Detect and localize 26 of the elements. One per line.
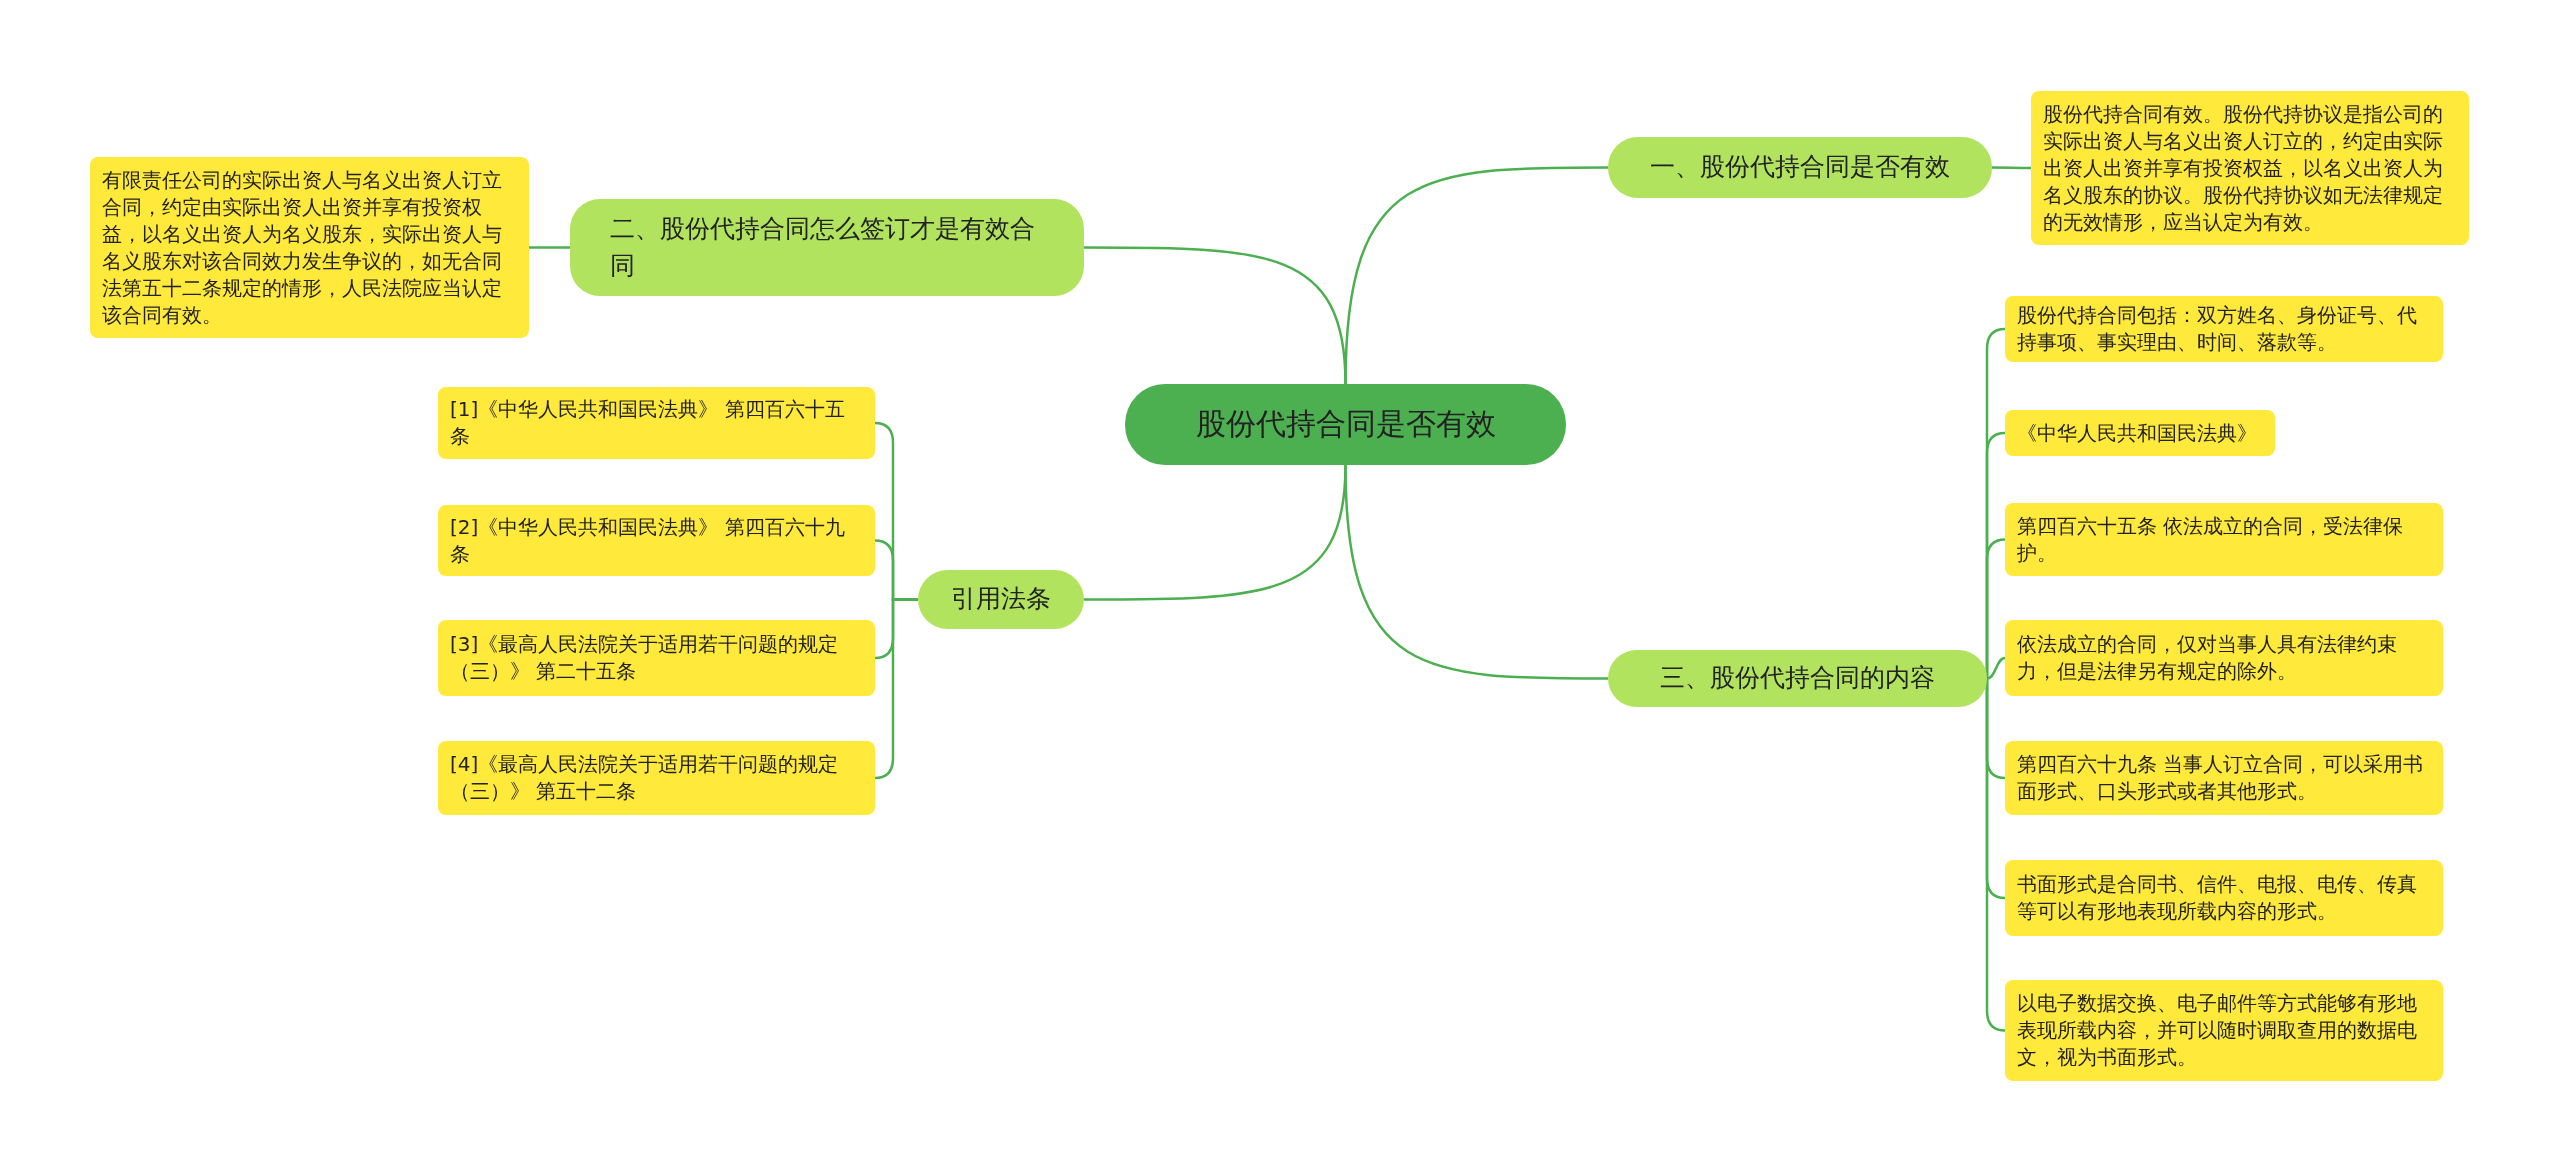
note-box: [2]《中华人民共和国民法典》 第四百六十九条 xyxy=(438,505,875,576)
central-topic: 股份代持合同是否有效 xyxy=(1125,384,1566,465)
note-box: 第四百六十五条 依法成立的合同，受法律保护。 xyxy=(2005,503,2443,576)
topic-box: 二、股份代持合同怎么签订才是有效合同 xyxy=(570,199,1084,296)
connector-line xyxy=(529,246,570,249)
connector-line xyxy=(1986,656,2006,680)
note-box: 有限责任公司的实际出资人与名义出资人订立合同，约定由实际出资人出资并享有投资权益，以名义出资人为名义股东，实际出资人与名义股东对该合同效力发生争议的，如无合同法第五十二条规定的情形，人民法院应当认定该合同有效。 xyxy=(90,157,529,338)
note-box: 股份代持合同包括：双方姓名、身份证号、代持事项、事实理由、时间、落款等。 xyxy=(2005,296,2443,362)
note-box: 依法成立的合同，仅对当事人具有法律约束力，但是法律另有规定的除外。 xyxy=(2005,620,2443,696)
note-box: [4]《最高人民法院关于适用若干问题的规定（三）》 第五十二条 xyxy=(438,741,875,815)
topic-box: 三、股份代持合同的内容 xyxy=(1608,650,1987,707)
note-box: 《中华人民共和国民法典》 xyxy=(2005,410,2275,456)
topic-box: 一、股份代持合同是否有效 xyxy=(1608,137,1992,198)
connector-line xyxy=(1992,166,2031,170)
note-box: 股份代持合同有效。股份代持协议是指公司的实际出资人与名义出资人订立的，约定由实际出资人出资并享有投资权益，以名义出资人为名义股东的协议。股份代持协议如无法律规定的无效情形，应当认定为有效。 xyxy=(2031,91,2469,245)
connector-line xyxy=(874,598,918,780)
note-box: [1]《中华人民共和国民法典》 第四百六十五条 xyxy=(438,387,875,459)
connector-line xyxy=(1985,538,2006,680)
connector-line xyxy=(1084,246,1347,385)
note-box: 书面形式是合同书、信件、电报、电传、传真等可以有形地表现所载内容的形式。 xyxy=(2005,860,2443,936)
topic-box: 引用法条 xyxy=(918,570,1084,629)
note-box: 第四百六十九条 当事人订立合同，可以采用书面形式、口头形式或者其他形式。 xyxy=(2005,741,2443,815)
connector-line xyxy=(1344,464,1608,680)
note-box: 以电子数据交换、电子邮件等方式能够有形地表现所载内容，并可以随时调取查用的数据电文，视为书面形式。 xyxy=(2005,980,2443,1081)
connector-line xyxy=(1985,677,2006,1032)
note-box: [3]《最高人民法院关于适用若干问题的规定（三）》 第二十五条 xyxy=(438,620,875,696)
